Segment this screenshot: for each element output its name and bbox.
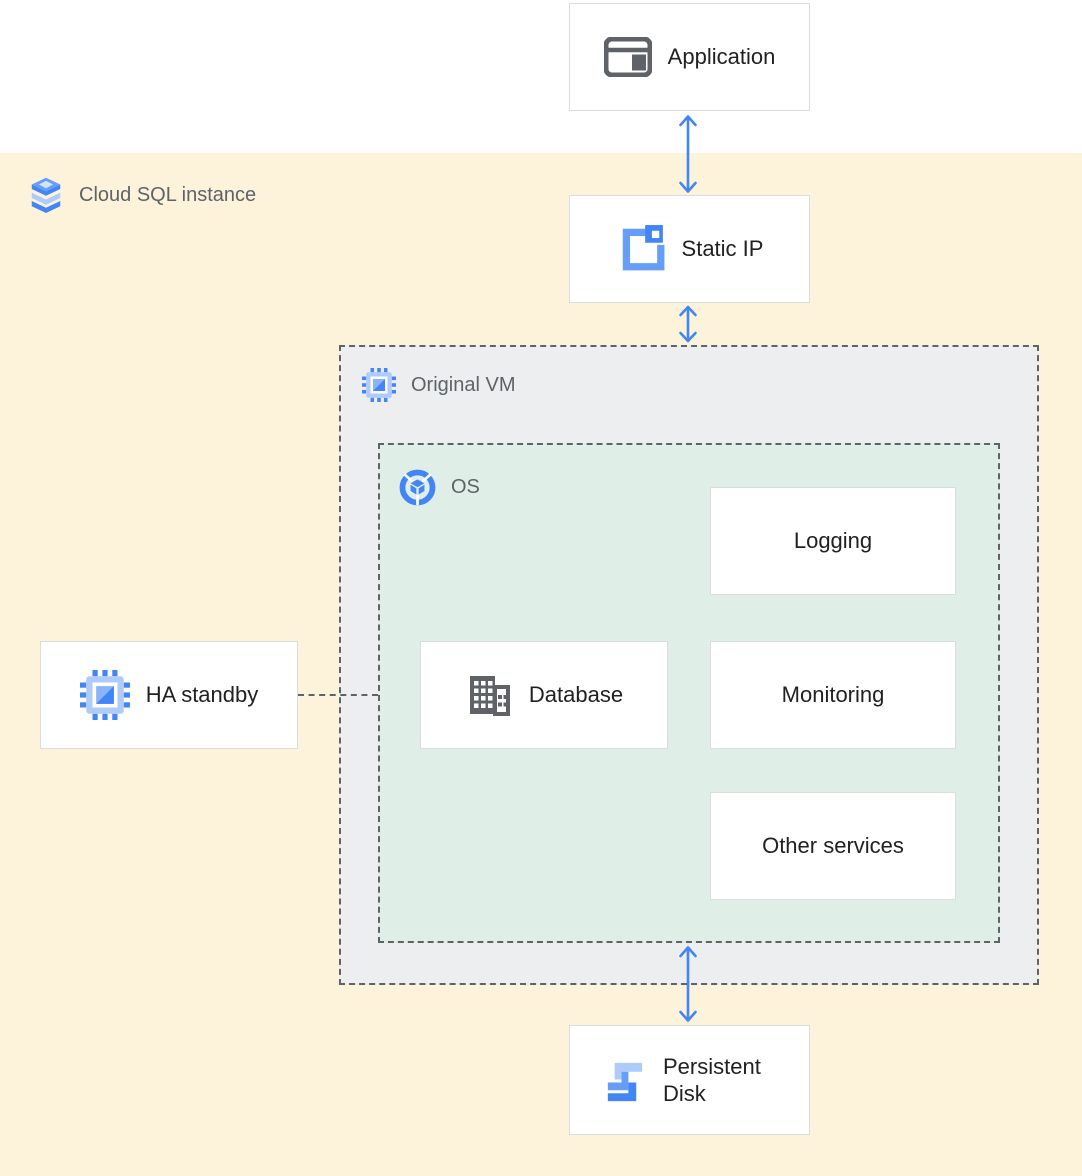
node-persistent-disk-label: Persistent Disk — [663, 1053, 761, 1107]
node-database: Database — [420, 641, 668, 749]
compute-engine-icon — [79, 670, 130, 720]
node-application: Application — [569, 3, 810, 111]
node-logging-label: Logging — [793, 528, 873, 553]
node-static-ip-label: Static IP — [681, 236, 764, 261]
node-ha-standby-label: HA standby — [145, 682, 259, 707]
cloud-sql-icon — [28, 177, 64, 213]
original-vm-group-label: Original VM — [362, 368, 515, 402]
app-window-icon — [603, 37, 652, 77]
original-vm-group: Original VM OS — [339, 345, 1039, 985]
node-monitoring-label: Monitoring — [781, 682, 885, 707]
original-vm-group-label-text: Original VM — [411, 373, 516, 396]
os-group-label-text: OS — [451, 476, 480, 498]
node-application-label: Application — [667, 44, 776, 69]
cloud-sql-group-label-text: Cloud SQL instance — [79, 183, 257, 206]
arrow-staticip-vm — [676, 304, 700, 344]
node-persistent-disk: Persistent Disk — [569, 1025, 810, 1135]
connector-ha-standby — [298, 694, 378, 696]
cloud-sql-group-label: Cloud SQL instance — [28, 177, 256, 213]
arrow-vm-persistent-disk — [676, 944, 700, 1024]
os-icon — [399, 469, 436, 506]
os-group-label: OS — [399, 469, 480, 506]
arrow-application-staticip — [676, 113, 700, 195]
node-static-ip: Static IP — [569, 195, 810, 303]
database-icon — [465, 671, 513, 719]
static-ip-icon — [616, 224, 666, 274]
os-group: OS Logging — [378, 443, 1000, 943]
node-monitoring: Monitoring — [710, 641, 956, 749]
compute-engine-icon — [362, 368, 396, 402]
node-logging: Logging — [710, 487, 956, 595]
node-ha-standby: HA standby — [40, 641, 298, 749]
persistent-disk-icon — [600, 1057, 647, 1104]
node-other-services: Other services — [710, 792, 956, 900]
node-other-services-label: Other services — [762, 833, 904, 858]
node-database-label: Database — [528, 682, 624, 707]
